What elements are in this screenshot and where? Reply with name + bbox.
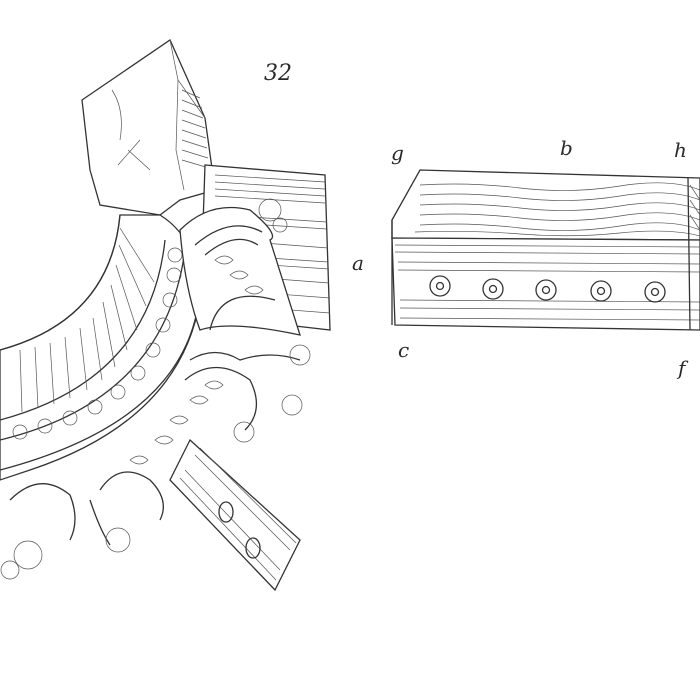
label-g: g xyxy=(391,141,404,165)
rosette xyxy=(644,281,666,303)
cusped-tracery xyxy=(0,198,311,580)
rosette xyxy=(482,278,504,300)
arch-ring xyxy=(0,214,201,481)
label-c: c xyxy=(398,338,409,362)
label-a: a xyxy=(352,251,364,275)
label-b: b xyxy=(560,136,573,160)
label-h: h xyxy=(674,138,687,162)
stone-block xyxy=(81,39,216,216)
rosette xyxy=(590,280,612,302)
stippled-band xyxy=(414,182,700,237)
figure-number: 32 xyxy=(264,61,292,86)
diagonal-rib xyxy=(169,438,301,592)
rosette xyxy=(535,279,557,301)
gothic-arch-drawing xyxy=(0,39,331,592)
label-f: f xyxy=(676,356,689,380)
moulding-block-drawing xyxy=(391,169,700,331)
rosette-row xyxy=(429,275,666,303)
rosette xyxy=(429,275,451,297)
